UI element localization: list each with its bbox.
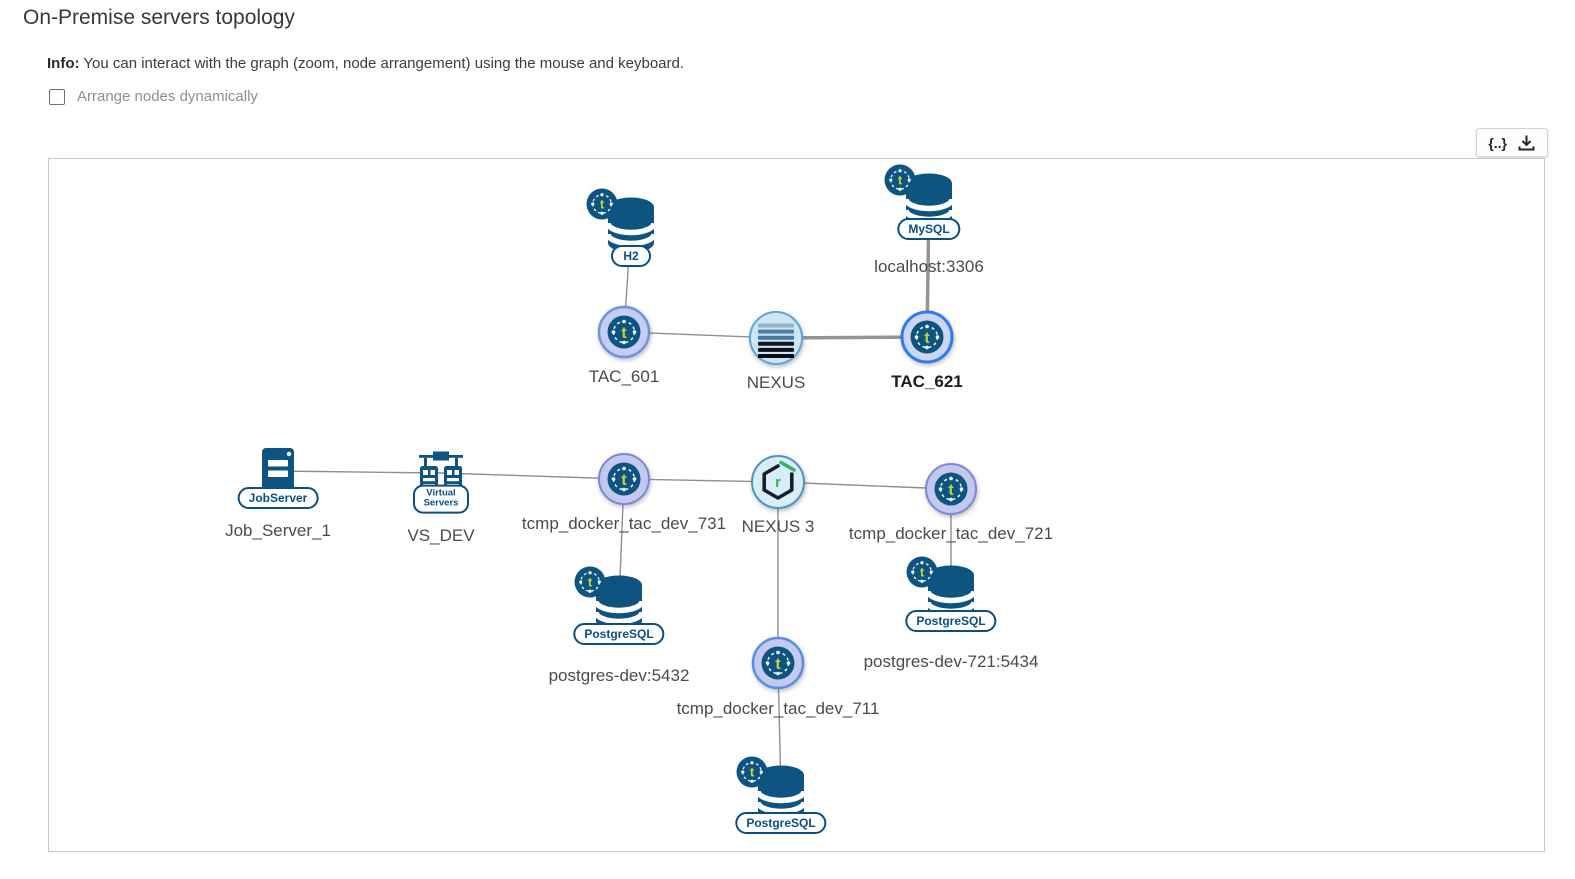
- svg-text:t: t: [775, 656, 781, 673]
- info-line: Info: You can interact with the graph (z…: [47, 55, 684, 72]
- svg-text:t: t: [920, 565, 925, 580]
- database-icon[interactable]: t: [883, 163, 963, 244]
- node-label: postgres-dev-721:5434: [863, 652, 1039, 671]
- talend-server-icon[interactable]: t: [595, 303, 653, 366]
- talend-server-icon[interactable]: t: [749, 634, 807, 697]
- graph-edge-vs_dev-tcmp_731: [440, 472, 625, 480]
- svg-text:t: t: [750, 765, 755, 780]
- node-label: postgres-dev:5432: [548, 666, 690, 685]
- node-badge: JobServer: [237, 487, 319, 509]
- svg-text:t: t: [948, 482, 954, 499]
- node-label: tcmp_docker_tac_dev_721: [848, 524, 1054, 543]
- svg-text:r: r: [775, 474, 781, 491]
- arrange-nodes-label: Arrange nodes dynamically: [77, 88, 258, 105]
- database-icon[interactable]: t: [573, 565, 653, 646]
- info-text: You can interact with the graph (zoom, n…: [79, 55, 685, 72]
- graph-edge-job_server_1-vs_dev: [277, 470, 442, 474]
- node-label: NEXUS 3: [741, 517, 815, 536]
- talend-server-icon[interactable]: t: [595, 450, 653, 513]
- svg-text:t: t: [924, 330, 930, 347]
- talend-server-icon[interactable]: t: [898, 308, 956, 371]
- talend-server-icon[interactable]: t: [922, 460, 980, 523]
- database-icon[interactable]: t: [735, 755, 815, 836]
- node-label: tcmp_docker_tac_dev_711: [676, 699, 880, 718]
- node-badge: H2: [611, 245, 651, 267]
- node-badge: PostgreSQL: [905, 610, 997, 632]
- arrange-nodes-checkbox[interactable]: [49, 88, 65, 105]
- download-button[interactable]: [1517, 134, 1536, 152]
- node-label: NEXUS: [746, 373, 806, 392]
- info-label: Info:: [47, 55, 80, 72]
- node-badge: PostgreSQL: [573, 623, 665, 645]
- node-label: VS_DEV: [407, 526, 475, 545]
- nexus-stripes-icon[interactable]: [747, 309, 805, 372]
- node-badge: MySQL: [897, 218, 961, 240]
- download-icon: [1518, 135, 1535, 150]
- page-title: On-Premise servers topology: [23, 6, 295, 29]
- svg-text:t: t: [600, 197, 605, 212]
- svg-text:t: t: [898, 173, 903, 188]
- job-server-icon[interactable]: [255, 445, 301, 504]
- node-label: tcmp_docker_tac_dev_731: [521, 514, 727, 533]
- node-label: TAC_601: [588, 367, 660, 386]
- arrange-nodes-row: Arrange nodes dynamically: [49, 88, 258, 105]
- nexus-repository-icon[interactable]: r: [749, 453, 807, 516]
- graph-toolbar: {..}: [1476, 128, 1548, 157]
- database-icon[interactable]: t: [905, 555, 985, 636]
- node-badge: Virtual Servers: [413, 484, 469, 514]
- database-icon[interactable]: t: [585, 187, 665, 268]
- node-badge: PostgreSQL: [735, 812, 827, 834]
- node-label: localhost:3306: [874, 257, 984, 276]
- node-label: TAC_621: [891, 372, 963, 391]
- svg-text:t: t: [588, 575, 593, 590]
- graph-edge-nexus_3-tcmp_721: [777, 481, 952, 490]
- svg-text:t: t: [621, 472, 627, 489]
- node-label: Job_Server_1: [225, 521, 331, 540]
- export-json-button[interactable]: {..}: [1488, 134, 1507, 151]
- svg-text:t: t: [621, 325, 627, 342]
